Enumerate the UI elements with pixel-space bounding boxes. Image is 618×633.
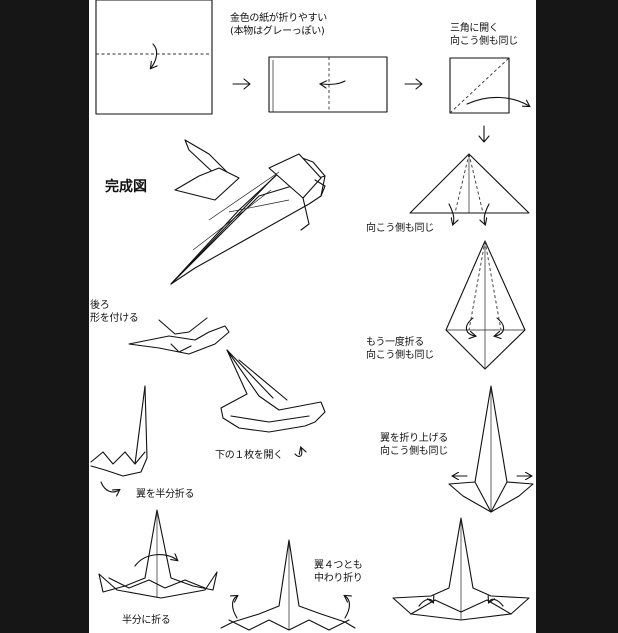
finished-model	[170, 139, 326, 285]
step3-label: 向こう側も同じ	[366, 223, 434, 234]
step3-triangle	[409, 153, 530, 224]
step5-label: 翼を折り上げる 向こう側も同じ	[380, 433, 448, 457]
inside-reverse-label: 翼４つとも 中わり折り	[314, 560, 363, 584]
step2b-square	[449, 57, 529, 114]
step1-square	[95, 0, 213, 115]
arrow-right-2	[404, 78, 423, 90]
shape-rear-model	[128, 317, 230, 355]
shape-rear-label: 後ろ 形を付ける	[90, 300, 139, 324]
step2-rectangle	[268, 56, 388, 113]
step2-label: 三角に開く 向こう側も同じ	[450, 23, 518, 47]
arrow-down-1	[478, 125, 490, 143]
half-fold-model	[98, 509, 218, 599]
step5-model	[448, 385, 534, 513]
inside-reverse-model	[220, 539, 356, 631]
final-step-model	[392, 517, 530, 621]
step4-label: もう一度折る 向こう側も同じ	[366, 337, 434, 361]
half-fold-label: 半分に折る	[122, 615, 171, 626]
half-wing-model	[90, 385, 148, 492]
open-layer-model	[220, 349, 326, 457]
half-wing-label: 翼を半分折る	[136, 489, 195, 500]
origami-diagram	[90, 0, 534, 631]
step4-kite	[445, 240, 526, 370]
finished-label: 完成図	[105, 179, 147, 195]
arrow-right-1	[232, 78, 251, 90]
instruction-sheet: 金色の紙が折りやすい (本物はグレーっぽい) 三角に開く 向こう側も同じ 完成図…	[89, 0, 536, 633]
open-layer-label: 下の１枚を開く	[215, 450, 283, 461]
step1-label: 金色の紙が折りやすい (本物はグレーっぽい)	[230, 13, 327, 37]
